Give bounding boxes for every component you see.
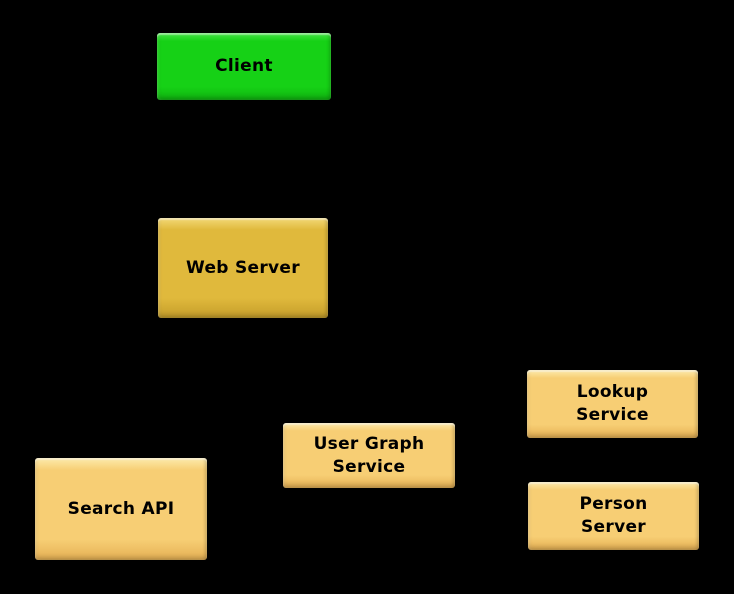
node-lookup-service-label-line2: Service bbox=[576, 405, 649, 425]
node-lookup-service: Lookup Service bbox=[527, 370, 698, 438]
node-search-api: Search API bbox=[35, 458, 207, 560]
node-user-graph-service-label-line2: Service bbox=[332, 456, 406, 477]
node-user-graph-service-label: User Graph bbox=[313, 433, 425, 454]
node-web-server: Web Server bbox=[158, 218, 328, 318]
node-web-server-label: Web Server bbox=[186, 257, 300, 278]
node-client: Client bbox=[157, 33, 331, 100]
node-client-label: Client bbox=[215, 56, 273, 76]
node-search-api-label: Search API bbox=[67, 498, 175, 519]
node-person-server: Person Server bbox=[528, 482, 699, 550]
node-user-graph-service: User Graph Service bbox=[283, 423, 455, 488]
node-person-server-label: Person bbox=[579, 494, 648, 514]
node-lookup-service-label: Lookup bbox=[576, 382, 649, 402]
node-person-server-label-line2: Server bbox=[581, 517, 646, 537]
